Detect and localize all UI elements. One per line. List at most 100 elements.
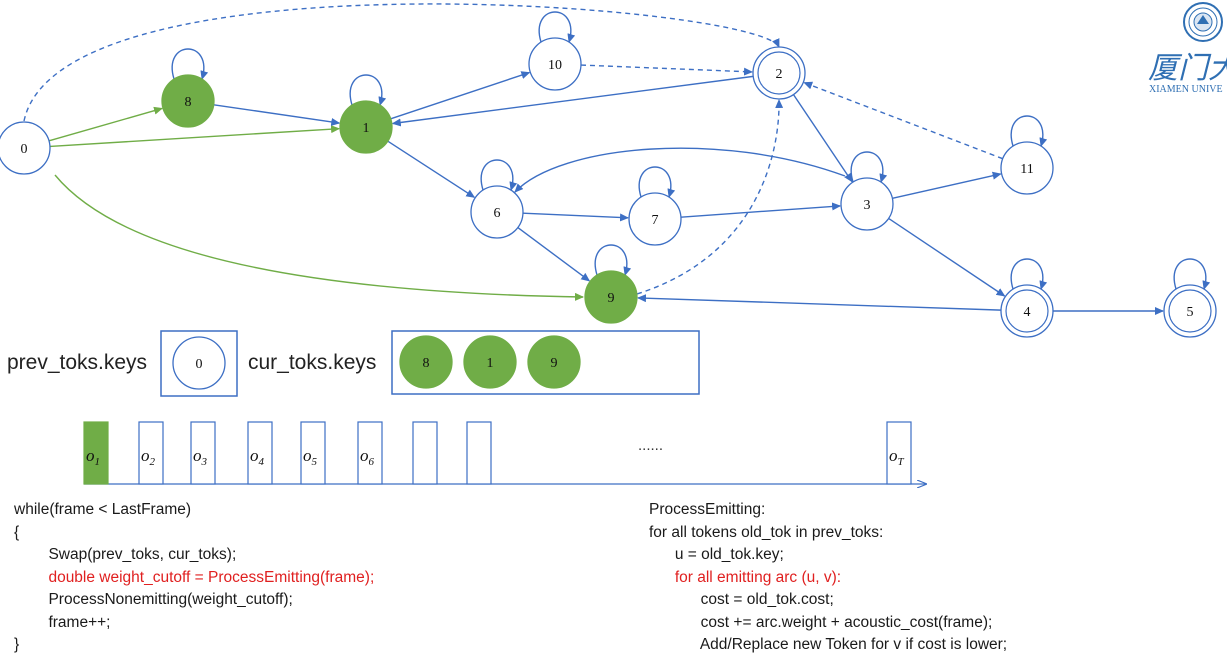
- frames-ellipsis: ......: [638, 437, 663, 454]
- frame-box-4: o5: [300, 421, 326, 485]
- edge-2-to-1: [391, 75, 754, 127]
- frame-box-5: o6: [357, 421, 383, 485]
- self-loop-7: [638, 166, 676, 198]
- cur-toks-box: [391, 330, 700, 395]
- svg-text:1: 1: [487, 356, 494, 371]
- node-label-8: 8: [185, 95, 192, 110]
- seal-icon: [1183, 2, 1223, 42]
- code-right-line-0: ProcessEmitting:: [649, 501, 766, 518]
- graph-nodes: 0 1 2 3 4 5 6 7 8 9 10 11: [0, 37, 1217, 338]
- frame-timeline: o1 o2 o3 o4 o5 o6 oT ......: [83, 421, 926, 485]
- cur-keys-key-8: 8: [399, 335, 453, 389]
- edge-0-to-8: [48, 106, 164, 142]
- code-left-line-2: Swap(prev_toks, cur_toks);: [14, 546, 237, 563]
- node-9: 9: [584, 270, 638, 324]
- svg-text:o3: o3: [193, 446, 208, 468]
- code-left-line-6: }: [14, 636, 20, 653]
- edge-3-to-6: [514, 147, 846, 193]
- node-label-6: 6: [494, 206, 501, 221]
- edge-11-to-2: [803, 81, 1003, 160]
- svg-text:o4: o4: [250, 446, 265, 468]
- edge-0-to-9: [54, 174, 584, 301]
- edge-9-to-2: [636, 99, 784, 295]
- edge-6-to-7: [522, 212, 630, 222]
- edge-3-to-11: [892, 171, 1002, 199]
- frame-box-3: o4: [247, 421, 273, 485]
- prev-keys-key-0: 0: [172, 336, 226, 390]
- svg-text:0: 0: [196, 357, 203, 372]
- code-right-line-5: cost += arc.weight + acoustic_cost(frame…: [649, 613, 993, 631]
- code-left-line-1: {: [14, 523, 20, 541]
- code-right-line-6: Add/Replace new Token for v if cost is l…: [649, 636, 1008, 653]
- svg-text:9: 9: [551, 356, 558, 371]
- code-right-line-3: for all emitting arc (u, v):: [649, 568, 842, 586]
- self-loop-9: [594, 244, 632, 276]
- node-label-10: 10: [548, 58, 562, 73]
- node-8: 8: [161, 74, 215, 128]
- node-3: 3: [840, 177, 894, 231]
- svg-text:o5: o5: [303, 446, 318, 468]
- edge-6-to-9: [517, 226, 591, 282]
- node-2: 2: [752, 46, 806, 100]
- cur-toks-label: cur_toks.keys: [248, 351, 376, 374]
- svg-text:o2: o2: [141, 446, 156, 468]
- self-loop-5: [1173, 258, 1211, 290]
- cur-keys-key-9: 9: [527, 335, 581, 389]
- node-label-5: 5: [1187, 305, 1194, 320]
- self-loop-1: [349, 74, 387, 106]
- code-right-line-2: u = old_tok.key;: [649, 546, 784, 563]
- node-0: 0: [0, 121, 51, 175]
- svg-text:oT: oT: [889, 446, 905, 468]
- prev-toks-label: prev_toks.keys: [7, 351, 147, 374]
- code-right-line-4: cost = old_tok.cost;: [649, 591, 834, 608]
- node-label-3: 3: [864, 198, 871, 213]
- graph-self-loops: [171, 11, 1211, 290]
- frame-box-1: o2: [138, 421, 164, 485]
- node-label-4: 4: [1024, 305, 1031, 320]
- university-logo: 厦门大 XIAMEN UNIVE: [1148, 2, 1227, 95]
- self-loop-10: [538, 11, 576, 43]
- logo-english-text: XIAMEN UNIVE: [1149, 84, 1223, 95]
- frame-box-7: [466, 421, 492, 485]
- code-right-line-1: for all tokens old_tok in prev_toks:: [649, 523, 884, 541]
- edge-2-to-3: [792, 94, 853, 183]
- self-loop-11: [1010, 115, 1048, 147]
- node-label-0: 0: [21, 142, 28, 157]
- code-left-line-4: ProcessNonemitting(weight_cutoff);: [14, 591, 293, 608]
- self-loop-6: [480, 159, 518, 191]
- frame-box-0: o1: [83, 421, 109, 485]
- svg-text:8: 8: [423, 356, 430, 371]
- cur-keys-key-1: 1: [463, 335, 517, 389]
- edge-4-to-9: [636, 294, 1002, 311]
- prev-toks-box: [160, 330, 238, 397]
- edge-8-to-1: [213, 104, 341, 126]
- node-6: 6: [470, 185, 524, 239]
- node-label-11: 11: [1020, 162, 1033, 177]
- frame-box-6: [412, 421, 438, 485]
- edge-7-to-3: [680, 202, 842, 218]
- node-1: 1: [339, 100, 393, 154]
- self-loop-8: [171, 48, 209, 80]
- svg-text:o6: o6: [360, 446, 375, 468]
- frame-box-8: oT: [886, 421, 912, 485]
- cur-toks-section: cur_toks.keys 8 1 9: [248, 330, 700, 395]
- node-label-1: 1: [363, 121, 370, 136]
- code-left-line-3: double weight_cutoff = ProcessEmitting(f…: [14, 568, 375, 586]
- node-11: 11: [1000, 141, 1054, 195]
- logo-chinese-text: 厦门大: [1148, 51, 1227, 86]
- self-loop-3: [850, 151, 888, 183]
- edge-1-to-10: [390, 71, 531, 120]
- main-loop-code: while(frame < LastFrame) { Swap(prev_toks…: [14, 499, 374, 657]
- node-4: 4: [1000, 284, 1054, 338]
- edge-10-to-2: [580, 64, 754, 76]
- node-label-9: 9: [608, 291, 615, 306]
- node-label-2: 2: [776, 67, 783, 82]
- node-label-7: 7: [652, 213, 659, 228]
- node-5: 5: [1163, 284, 1217, 338]
- process-emitting-code: ProcessEmitting: for all tokens old_tok i…: [649, 499, 1007, 657]
- node-10: 10: [528, 37, 582, 91]
- edge-0-to-2: [23, 3, 780, 122]
- code-left-line-0: while(frame < LastFrame): [14, 501, 192, 518]
- node-7: 7: [628, 192, 682, 246]
